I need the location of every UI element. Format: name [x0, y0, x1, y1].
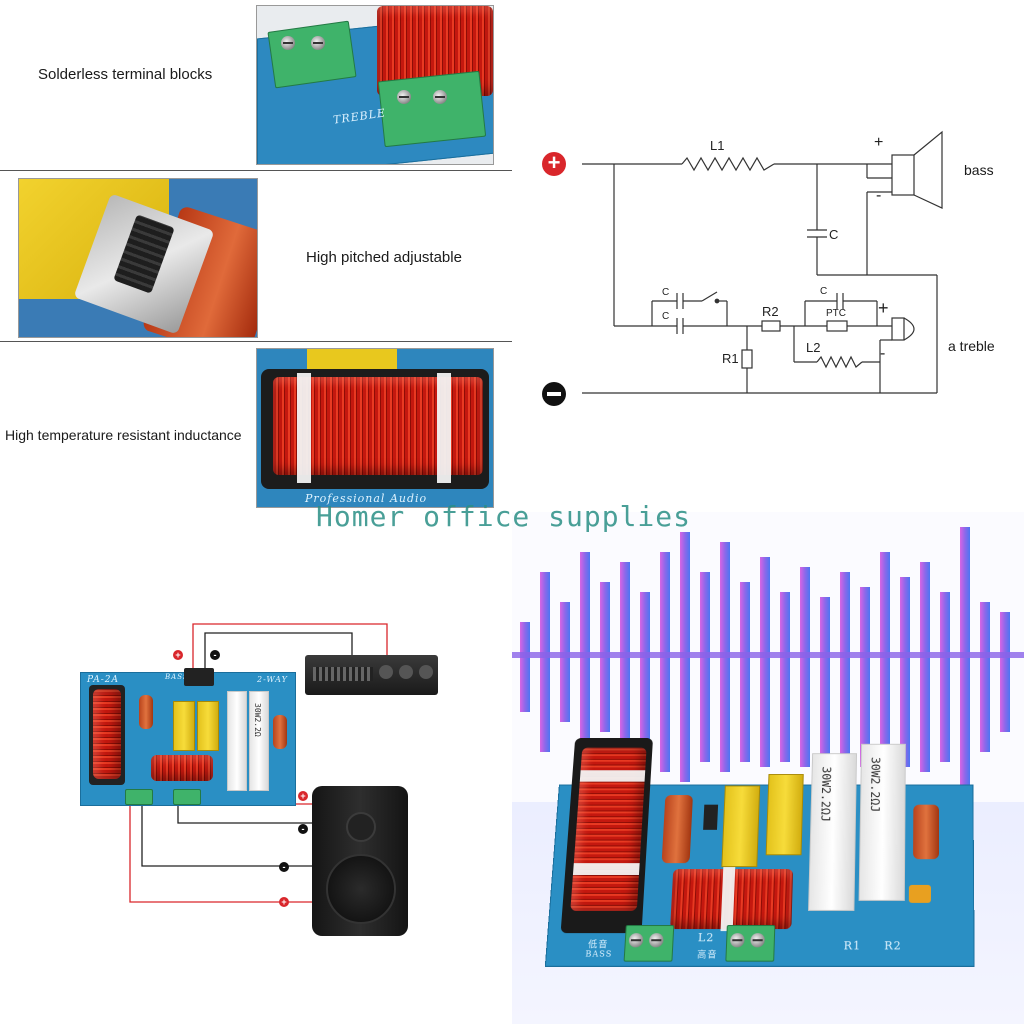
marker-minus-1: - [298, 824, 308, 834]
label-minus-treble: - [880, 345, 885, 363]
orange-capacitor [273, 715, 287, 749]
marker-plus-2: + [279, 897, 289, 907]
resistor-value-1: 30W2.2ΩJ [818, 766, 833, 821]
marker-plus-amp: + [173, 650, 183, 660]
terminal-block [378, 71, 486, 147]
yellow-capacitor [173, 701, 195, 751]
bass-label: bass [964, 162, 994, 178]
slide-switch [703, 805, 718, 830]
resistor-value: 30W2.2Ω [253, 703, 262, 737]
ptc-component [909, 885, 931, 903]
board-model-label: PA-2A [87, 675, 119, 685]
marker-minus-2: - [279, 862, 289, 872]
yellow-capacitor [197, 701, 219, 751]
label-bass: BASS [585, 949, 613, 958]
yellow-capacitor [721, 785, 760, 867]
terminal-block [267, 21, 356, 89]
label-R1: R1 [844, 939, 862, 952]
divider [0, 341, 512, 342]
cable-tie [580, 770, 645, 781]
cable-tie [297, 373, 311, 483]
board-way-label: 2-WAY [257, 675, 288, 684]
orange-capacitor [662, 795, 693, 863]
label-C1: C [662, 287, 669, 298]
label-R2: R2 [762, 304, 779, 319]
marker-minus-amp: - [210, 650, 220, 660]
treble-label: a treble [948, 338, 995, 354]
terminal-screw [433, 90, 447, 104]
speaker-box [312, 786, 408, 936]
label-R1: R1 [722, 351, 739, 366]
label-C3: C [820, 286, 827, 297]
terminal-screw [281, 36, 295, 50]
terminal-block [173, 789, 201, 805]
orange-capacitor [139, 695, 153, 729]
label-treble-cn: 高音 [697, 947, 718, 960]
terminal-screw [311, 36, 325, 50]
feature-caption-inductance: High temperature resistant inductance [5, 427, 242, 443]
feature-caption-terminal-blocks: Solderless terminal blocks [38, 66, 212, 83]
product-photo: 30W2.2ΩJ 30W2.2ΩJ L2 R1 R2 低音 BASS 高音 [512, 512, 1024, 1024]
feature-caption-high-pitched: High pitched adjustable [306, 249, 462, 266]
positive-terminal-icon: + [542, 152, 566, 176]
label-plus-bass: + [874, 134, 883, 152]
cable-tie [437, 373, 451, 483]
terminal-block [125, 789, 153, 805]
label-L2: L2 [698, 931, 715, 944]
marker-plus-1: + [298, 791, 308, 801]
amplifier [305, 655, 438, 695]
inductor-coil [93, 689, 121, 779]
inductor-coil [151, 755, 213, 781]
watermark: Homer office supplies [316, 500, 691, 533]
crossover-schematic [512, 100, 1024, 420]
terminal-blocks-photo: TREBLE [256, 5, 494, 165]
label-L1: L1 [710, 138, 724, 153]
crossover-board-diagram: PA-2A BASS 2-WAY 30W2.2Ω [80, 672, 296, 806]
resistor-value-2: 30W2.2ΩJ [868, 757, 882, 812]
inductor-photo: Professional Audio [256, 348, 494, 508]
label-C2: C [662, 311, 669, 322]
power-resistor [227, 691, 247, 791]
label-C-bass: C [829, 227, 838, 242]
label-plus-treble: + [878, 298, 889, 319]
orange-capacitor [913, 805, 939, 860]
label-PTC: PTC [826, 308, 846, 319]
label-L2: L2 [806, 340, 820, 355]
terminal-screw [397, 90, 411, 104]
cable-tie [573, 863, 640, 875]
divider [0, 170, 512, 171]
crossover-board: 30W2.2ΩJ 30W2.2ΩJ L2 R1 R2 低音 BASS 高音 [545, 785, 975, 967]
label-minus-bass: - [876, 187, 881, 205]
label-R2: R2 [884, 939, 902, 952]
switch-photo [18, 178, 258, 338]
negative-terminal-icon [542, 382, 566, 406]
input-terminal-block [184, 668, 214, 686]
yellow-capacitor [766, 774, 804, 855]
